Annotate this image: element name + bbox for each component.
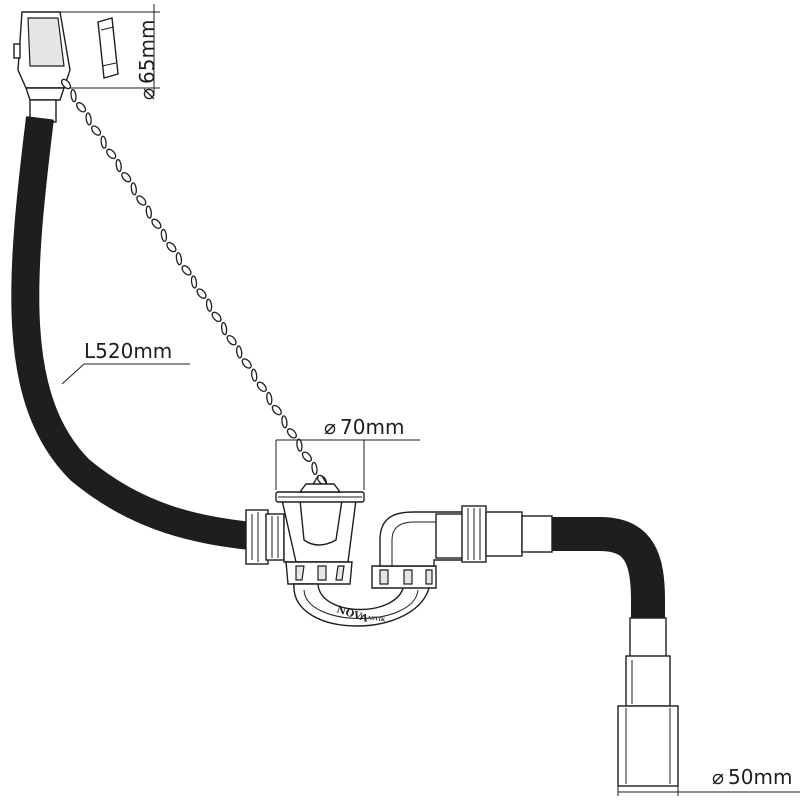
chain-link <box>166 241 177 253</box>
trap-nut-right <box>371 565 437 589</box>
diameter-symbol: ⌀ <box>324 415 336 439</box>
chain-link <box>136 195 147 206</box>
diameter-symbol: ⌀ <box>712 765 724 789</box>
diameter-symbol: ⌀ <box>135 88 159 100</box>
chain-link <box>121 171 132 183</box>
outlet-flexible-hose <box>552 517 665 618</box>
chain-link <box>175 252 183 266</box>
chain-link <box>151 218 162 230</box>
chain-link <box>85 112 92 126</box>
chain-link <box>241 358 252 369</box>
chain-link <box>286 428 297 439</box>
chain-link <box>220 321 228 336</box>
chain-link <box>311 461 318 476</box>
overflow-cap-side-view <box>97 17 119 79</box>
svg-text:⌀50mm: ⌀50mm <box>712 765 792 789</box>
plug-diameter-dimension: ⌀70mm <box>275 415 420 490</box>
outlet-diameter-dimension: ⌀50mm <box>617 765 800 796</box>
chain-link <box>160 228 168 243</box>
hose-length-dimension: L520mm <box>61 339 190 385</box>
hose-length-label: L520mm <box>84 339 172 363</box>
chain-link <box>196 288 207 299</box>
chain-link <box>115 158 122 173</box>
chain-link <box>60 78 72 90</box>
outlet-diameter-label: 50mm <box>728 765 792 789</box>
outlet-connector-nut <box>461 505 553 563</box>
chain-link <box>236 345 243 359</box>
chain-link <box>251 368 258 382</box>
trap-nut-left <box>285 561 353 585</box>
chain-link <box>181 265 192 276</box>
chain-link <box>190 275 198 289</box>
chain-link <box>145 205 152 219</box>
svg-text:⌀70mm: ⌀70mm <box>324 415 404 439</box>
chain-link <box>301 451 312 462</box>
waste-body <box>281 499 357 563</box>
chain-link <box>211 311 222 323</box>
brand-sub: PLASTIK <box>360 614 386 624</box>
chain-link <box>205 298 213 312</box>
chain-link <box>226 334 237 346</box>
sink-plug <box>275 483 365 503</box>
chain-link <box>130 182 137 196</box>
outlet-tailpiece <box>617 617 679 787</box>
trap-u-bend: NOVA PLASTIK <box>293 583 431 627</box>
overflow-hose <box>11 116 252 550</box>
hose-connector-nut <box>245 509 285 565</box>
svg-text:⌀65mm: ⌀ 65mm <box>135 20 159 100</box>
chain-link <box>76 102 87 113</box>
chain-link <box>106 148 117 160</box>
overflow-diameter-dimension: ⌀ 65mm <box>60 4 160 100</box>
chain-link <box>266 391 273 406</box>
plug-chain <box>60 78 329 487</box>
overflow-head <box>13 11 71 123</box>
chain-link <box>91 125 102 136</box>
chain-link <box>70 88 77 103</box>
chain-link <box>296 438 303 452</box>
chain-link <box>271 404 282 416</box>
plug-diameter-label: 70mm <box>340 415 404 439</box>
chain-link <box>281 415 288 429</box>
chain-link <box>100 135 107 149</box>
trap-elbow <box>379 511 469 567</box>
chain-link <box>256 381 267 393</box>
overflow-diameter-label: 65mm <box>135 20 159 84</box>
